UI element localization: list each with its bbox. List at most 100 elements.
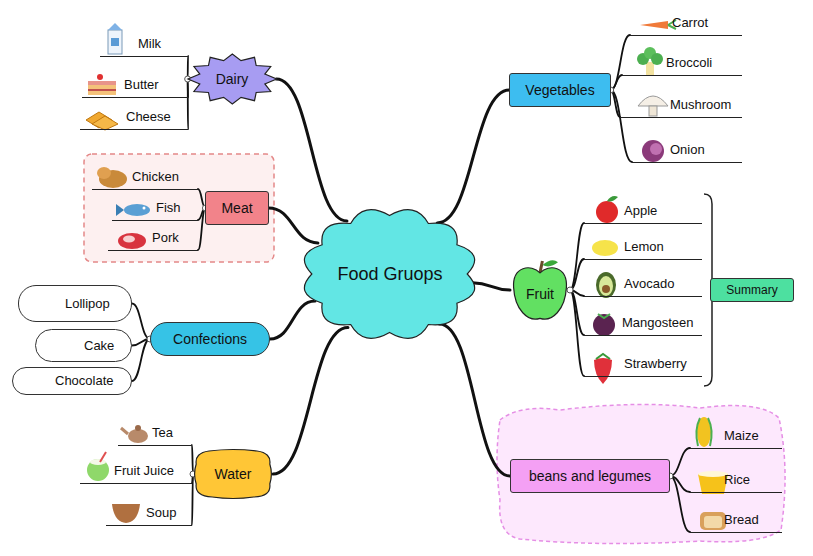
node-label: Avocado	[624, 275, 674, 293]
subtopic: Mangosteen	[584, 312, 702, 336]
node-label: Butter	[124, 76, 159, 94]
butter-icon	[88, 74, 116, 95]
node-label: Onion	[670, 141, 705, 159]
rice-icon	[698, 471, 728, 494]
onion-icon-part	[650, 143, 662, 155]
node-label: Fruit	[526, 285, 554, 303]
sub-branch	[570, 223, 584, 290]
node-label: Meat	[221, 199, 252, 217]
sub-branch	[192, 474, 193, 525]
bread-icon	[700, 512, 726, 530]
group-boundary-part	[84, 154, 274, 262]
maize-icon-part	[697, 417, 711, 447]
lemon-icon	[592, 240, 618, 256]
apple-icon	[596, 196, 618, 223]
sub-branch	[570, 259, 584, 290]
mangosteen-icon	[593, 314, 615, 336]
mangosteen-icon-part	[598, 314, 610, 318]
node-label: Carrot	[672, 14, 708, 32]
fish-icon	[116, 204, 150, 216]
sub-branch	[670, 448, 690, 476]
node-label: Strawberry	[624, 355, 687, 373]
subtopic: Mushroom	[620, 94, 742, 118]
node-label: Maize	[724, 427, 759, 445]
milk-icon	[108, 23, 122, 54]
milk-icon-part	[111, 38, 119, 46]
collapse-dot	[567, 287, 573, 293]
main-topic: Vegetables	[509, 73, 610, 107]
sub-branch	[611, 90, 632, 162]
butter-icon-part	[88, 85, 116, 95]
subtopic: Avocado	[584, 273, 702, 297]
main-branch	[439, 324, 510, 476]
node-label: Lollipop	[65, 295, 110, 313]
group-boundary	[84, 154, 785, 544]
strawberry-icon	[594, 354, 612, 384]
node-label: Vegetables	[525, 81, 594, 99]
subtopic: Carrot	[630, 12, 742, 36]
burst-outline	[188, 54, 277, 104]
node-label: Broccoli	[666, 54, 712, 72]
avocado-icon-part	[602, 285, 610, 293]
node-label: Cake	[84, 337, 114, 355]
mushroom-icon-part	[649, 106, 657, 116]
node-label: Pork	[152, 229, 179, 247]
lemon-icon-part	[592, 240, 618, 256]
main-branch	[276, 79, 347, 221]
node-label: Bread	[724, 511, 759, 529]
main-topic: Confections	[150, 322, 270, 356]
juice-icon-part	[87, 459, 109, 481]
node-label: Chocolate	[55, 372, 114, 390]
maize-icon-part	[696, 418, 711, 446]
soup-icon-part	[112, 504, 140, 523]
subtopic: Apple	[584, 200, 702, 224]
strawberry-icon-part	[596, 354, 610, 359]
subtopic: Fish	[112, 197, 198, 221]
node-label: Dairy	[216, 70, 249, 88]
node-label: Mushroom	[670, 96, 731, 114]
sub-branch	[570, 290, 584, 376]
main-topic: Meat	[205, 191, 268, 225]
maize-icon	[696, 417, 711, 447]
subtopic: Pork	[108, 227, 198, 251]
node-label: Fish	[156, 199, 181, 217]
node-label: Fruit Juice	[114, 462, 174, 480]
tea-icon	[121, 425, 148, 443]
milk-icon-part	[108, 23, 122, 30]
main-branch	[269, 208, 318, 243]
main-topic: Fruit	[510, 257, 570, 323]
node-label: beans and legumes	[529, 467, 651, 485]
sub-branch	[611, 35, 630, 90]
strawberry-icon-part	[594, 358, 612, 384]
main-branch	[273, 328, 348, 474]
mushroom-icon-part	[638, 96, 668, 106]
avocado-icon-part	[596, 272, 616, 298]
main-branch	[472, 283, 510, 290]
main-topic: beans and legumes	[510, 459, 670, 493]
blob-outline	[195, 450, 272, 499]
subtopic: Broccoli	[622, 52, 742, 76]
subtopic: Onion	[632, 139, 742, 163]
cheese-icon-part	[92, 116, 118, 130]
central-topic: Food Gruops	[297, 201, 482, 347]
node-label: Summary	[726, 283, 777, 298]
fish-icon-part	[116, 204, 124, 216]
subtopic: Chocolate	[12, 367, 132, 395]
subtopic: Maize	[690, 425, 782, 449]
bread-icon-part	[700, 512, 726, 530]
butter-icon-part	[88, 81, 116, 85]
main-branch	[270, 301, 315, 339]
carrot-icon-part	[640, 21, 668, 29]
broccoli-icon-part	[646, 62, 654, 75]
pork-icon-part	[118, 233, 146, 249]
broccoli-icon-part	[651, 53, 663, 65]
tea-icon-part	[121, 428, 128, 434]
center-outline	[305, 210, 475, 339]
subtopic: Chicken	[92, 166, 198, 190]
subtopic: Butter	[82, 74, 188, 98]
subtopic: Cheese	[80, 106, 188, 130]
butter-icon-part	[97, 74, 103, 80]
carrot-icon	[640, 20, 676, 29]
bread-icon-part	[704, 516, 722, 528]
